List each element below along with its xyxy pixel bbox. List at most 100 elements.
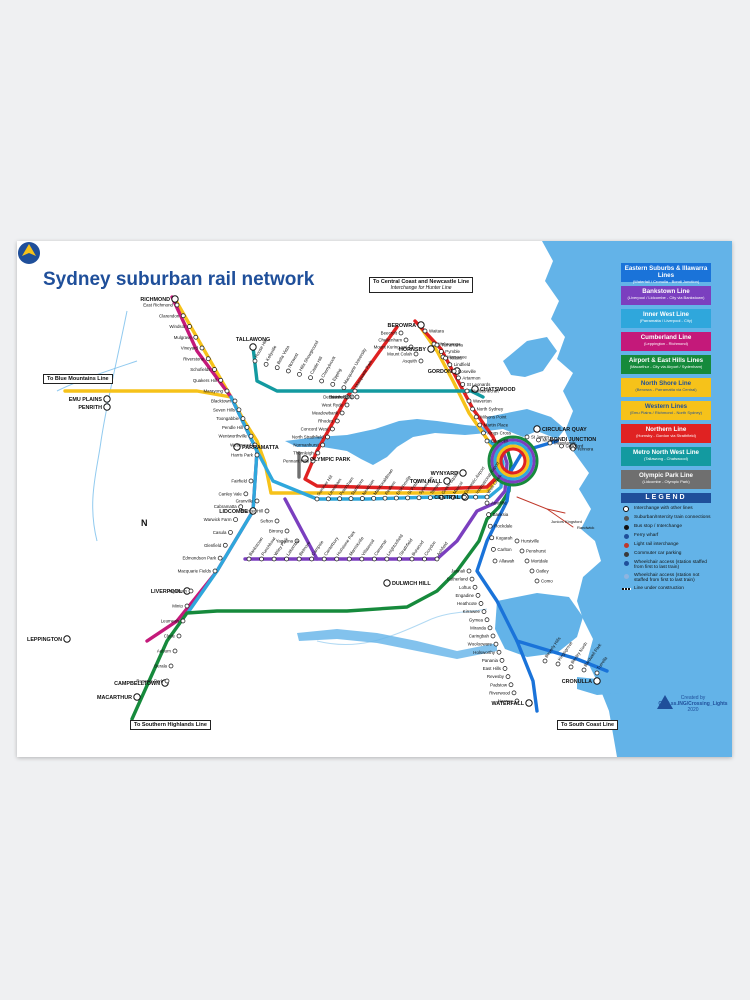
station-label: Meadowbank [312,411,339,416]
station-marker [294,538,300,544]
station-marker [371,495,377,501]
station-label: Miranda [470,625,486,630]
station-marker [341,385,347,391]
station-label: Denistone [323,395,343,400]
station-marker [212,568,218,574]
station-marker [352,388,358,394]
station-label: Westmead [230,443,251,448]
station-label: Banksia [493,512,509,517]
ext-south-coast: To South Coast Line [557,720,619,730]
station-marker [475,593,481,598]
major-station-label: TALLAWONG [236,337,270,343]
station-marker [559,443,564,449]
ext-central-coast-sub: Interchange for Hunter Line [390,285,452,291]
station-label: Concord West [301,427,330,432]
station-label: Pymble [445,349,460,354]
station-marker [524,434,530,440]
station-label: Turramurra [441,343,463,348]
logo-icon [657,695,673,709]
station-marker [487,625,493,631]
interchange-station-marker [471,385,479,393]
major-station-label: PENRITH [78,405,102,411]
station-marker [486,512,491,517]
legend-line-name: Eastern Suburbs & Illawarra Lines [624,265,708,279]
station-marker [172,648,178,654]
station-marker [438,349,444,354]
legend-symbol-icon [621,586,631,592]
station-label: Warwick Farm [204,517,232,522]
legend-key-row: Line under construction [621,586,711,592]
station-marker [164,678,170,684]
station-marker [199,345,205,351]
legend-key-label: Interchange with other lines [634,506,693,511]
station-marker [259,556,264,562]
credit-line-3: 2020 [687,707,699,713]
station-label: Guildford [566,444,584,449]
station-marker [484,500,490,506]
station-label: West Ryde [322,403,344,408]
harbour [487,409,565,439]
station-label: Rockdale [494,524,513,529]
station-marker [284,528,290,534]
station-marker [296,556,302,562]
interchange-station-marker [249,343,257,351]
station-marker [349,394,355,400]
station-label: Killara [450,356,463,361]
legend-line-sub: (Liverpool / Lidcombe - City via Banksto… [627,295,705,300]
station-label: Mulgrave [174,335,193,340]
station-label: Roseville [458,369,476,374]
station-marker [434,556,440,562]
legend-symbol-icon [621,506,631,512]
station-marker [180,618,186,624]
station-marker [344,394,350,400]
station-label: Leumeah [161,619,180,624]
legend-key-row: Suburban/Intercity train connections [621,515,711,521]
legend-key-label: Light rail interchange [634,542,679,547]
major-station-label: PARRAMATTA [242,445,279,451]
major-station-label: CENTRAL [434,495,460,501]
major-station-label: LIVERPOOL [151,589,183,595]
hawkesbury-river [92,310,128,542]
station-label: Lindfield [454,362,471,367]
legend-line-sub: (Tallawong - Chatswood) [643,456,689,461]
station-marker [252,358,258,364]
credit-block: Created by CRO.ss.ING/Crossing_Lights 20… [657,695,729,713]
station-label: Kirrawee [463,609,481,614]
legend-key-row: Interchange with other lines [621,506,711,512]
station-label: Loftus [459,585,472,590]
station-label: Marayong [203,389,223,394]
station-marker [594,670,600,676]
station-label: Fairfield [231,479,247,484]
station-marker [427,495,433,501]
legend-line-name: North Shore Line [640,380,692,387]
station-marker [320,442,326,448]
station-marker [489,535,495,541]
station-marker [334,418,340,424]
station-marker [271,556,277,562]
legend-key-row: Ferry wharf [621,533,711,539]
station-marker [456,375,461,381]
station-label: Auburn [157,649,172,654]
station-marker [403,337,409,343]
station-marker [473,414,479,420]
ext-blue-mountains: To Blue Mountains Line [43,374,113,384]
station-label: Quakers Hill [193,378,217,383]
station-marker [547,440,553,446]
station-marker [384,556,390,562]
station-label: Riverwood [489,690,510,695]
station-label: Minto [172,604,183,609]
legend-line-item: North Shore Line(Berowra - Parramatta vi… [621,378,711,397]
station-marker [180,313,186,319]
station-marker [359,496,365,501]
station-marker [502,666,508,671]
major-station-label: MACARTHUR [97,695,132,701]
station-marker [493,641,499,647]
station-label: Beecroft [381,331,398,336]
station-marker [193,334,199,340]
station-label: Carlton [497,547,512,552]
station-label: Yennora [577,447,594,452]
station-label: Jannali [451,569,465,574]
city-loop-ring [487,435,539,487]
legend-key-label: Wheelchair access (station not staffed f… [634,573,700,583]
